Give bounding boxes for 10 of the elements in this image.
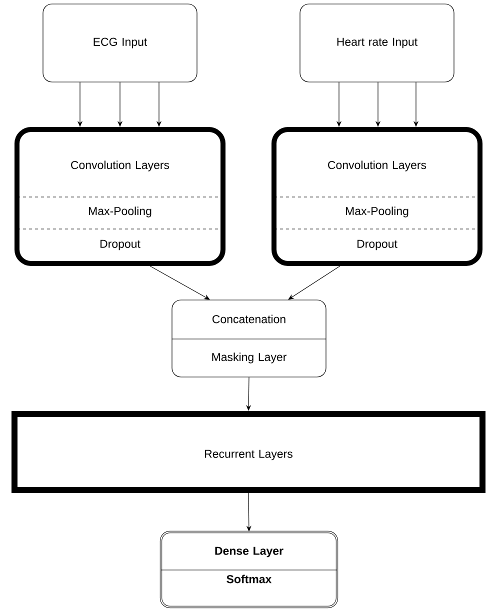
arrow	[288, 266, 340, 300]
layer-block: Convolution Layers Max-Pooling Dropout	[14, 127, 226, 266]
output-box: Dense Layer Softmax	[160, 530, 338, 608]
layer-box: Concatenation Masking Layer	[172, 300, 326, 378]
layer-box: Recurrent Layers	[12, 411, 486, 493]
layer-block: Convolution Layers Max-Pooling Dropout	[272, 127, 482, 266]
arrow	[150, 266, 210, 300]
input-box: Heart rate Input	[300, 4, 454, 82]
arrow	[246, 377, 252, 411]
input-box: ECG Input	[42, 4, 198, 82]
